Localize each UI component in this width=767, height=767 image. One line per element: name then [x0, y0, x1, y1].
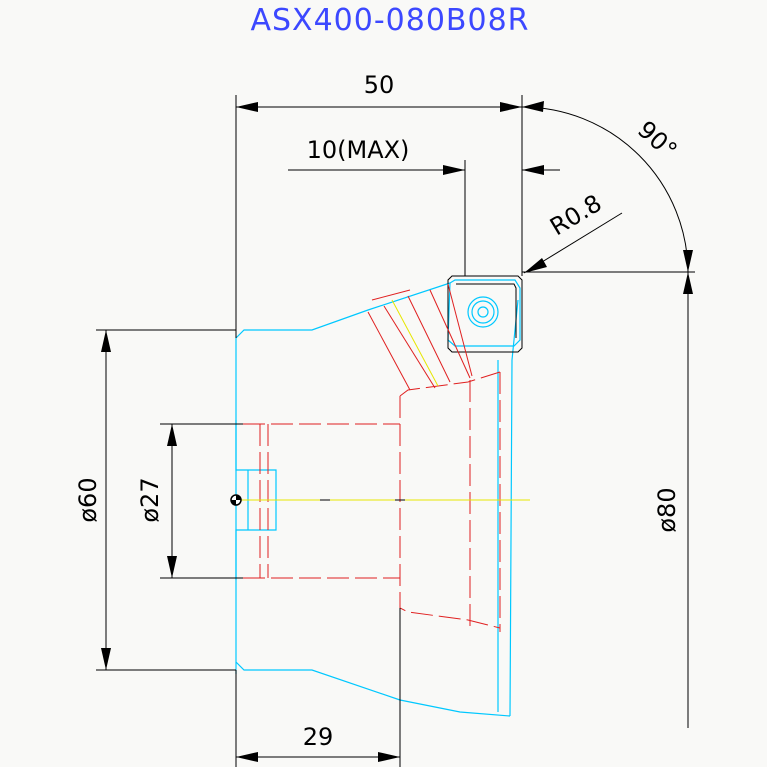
dim-bore-diameter: ø27 [136, 477, 164, 522]
dimension-lines [96, 95, 695, 767]
dim-hub-length: 29 [303, 723, 334, 751]
dim-hub-diameter: ø60 [74, 477, 102, 522]
dimension-arrowheads [101, 101, 693, 762]
dim-overall-length: 50 [364, 71, 395, 99]
cutting-insert [447, 275, 523, 353]
chip-pocket-lines [367, 283, 473, 391]
yellow-construction-lines [236, 299, 530, 501]
cutter-body-outline [235, 279, 521, 717]
drawing-title: ASX400-080B08R [250, 3, 529, 38]
dim-lead-angle: 90° [632, 115, 682, 164]
dim-max-depth: 10(MAX) [307, 136, 410, 164]
dim-cutter-diameter: ø80 [653, 487, 681, 532]
dim-corner-radius: R0.8 [545, 189, 606, 241]
center-point [230, 494, 242, 506]
hidden-lines [243, 371, 501, 632]
